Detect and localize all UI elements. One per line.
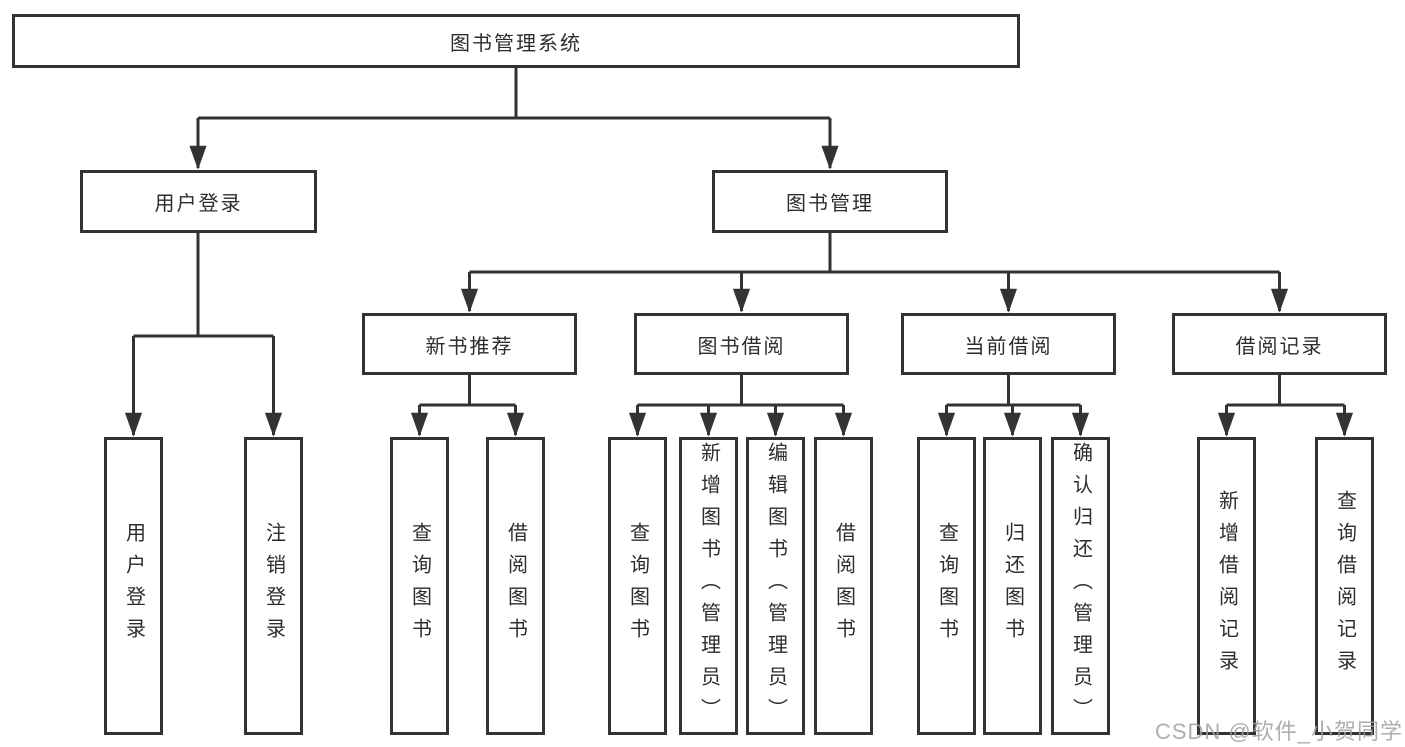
leaf-query-books-1: 查询图书 xyxy=(390,437,449,735)
node-current-borrowing: 当前借阅 xyxy=(901,313,1116,375)
leaf-confirm-return-admin-label: 确认归还（管理员） xyxy=(1069,442,1092,730)
leaf-return-books-label: 归还图书 xyxy=(1001,522,1024,650)
leaf-user-login: 用户登录 xyxy=(104,437,163,735)
leaf-query-books-2: 查询图书 xyxy=(608,437,667,735)
leaf-logout: 注销登录 xyxy=(244,437,303,735)
leaf-query-books-3: 查询图书 xyxy=(917,437,976,735)
node-new-book-recommend: 新书推荐 xyxy=(362,313,577,375)
leaf-borrow-books-1: 借阅图书 xyxy=(486,437,545,735)
leaf-query-borrow-record-label: 查询借阅记录 xyxy=(1333,490,1356,682)
leaf-query-borrow-record: 查询借阅记录 xyxy=(1315,437,1374,735)
leaf-confirm-return-admin: 确认归还（管理员） xyxy=(1051,437,1110,735)
leaf-add-books-admin: 新增图书（管理员） xyxy=(679,437,738,735)
leaf-query-books-1-label: 查询图书 xyxy=(408,522,431,650)
leaf-borrow-books-2-label: 借阅图书 xyxy=(832,522,855,650)
node-borrowing-records: 借阅记录 xyxy=(1172,313,1387,375)
leaf-borrow-books-2: 借阅图书 xyxy=(814,437,873,735)
node-user-login: 用户登录 xyxy=(80,170,317,233)
node-book-borrowing: 图书借阅 xyxy=(634,313,849,375)
leaf-edit-books-admin-label: 编辑图书（管理员） xyxy=(764,442,787,730)
leaf-add-borrow-record: 新增借阅记录 xyxy=(1197,437,1256,735)
leaf-query-books-3-label: 查询图书 xyxy=(935,522,958,650)
leaf-query-books-2-label: 查询图书 xyxy=(626,522,649,650)
leaf-return-books: 归还图书 xyxy=(983,437,1042,735)
leaf-add-books-admin-label: 新增图书（管理员） xyxy=(697,442,720,730)
leaf-add-borrow-record-label: 新增借阅记录 xyxy=(1215,490,1238,682)
leaf-borrow-books-1-label: 借阅图书 xyxy=(504,522,527,650)
leaf-user-login-label: 用户登录 xyxy=(122,522,145,650)
node-root: 图书管理系统 xyxy=(12,14,1020,68)
leaf-edit-books-admin: 编辑图书（管理员） xyxy=(746,437,805,735)
leaf-logout-label: 注销登录 xyxy=(262,522,285,650)
node-book-management: 图书管理 xyxy=(712,170,948,233)
csdn-watermark: CSDN @软件_小贺同学 xyxy=(1154,719,1403,744)
